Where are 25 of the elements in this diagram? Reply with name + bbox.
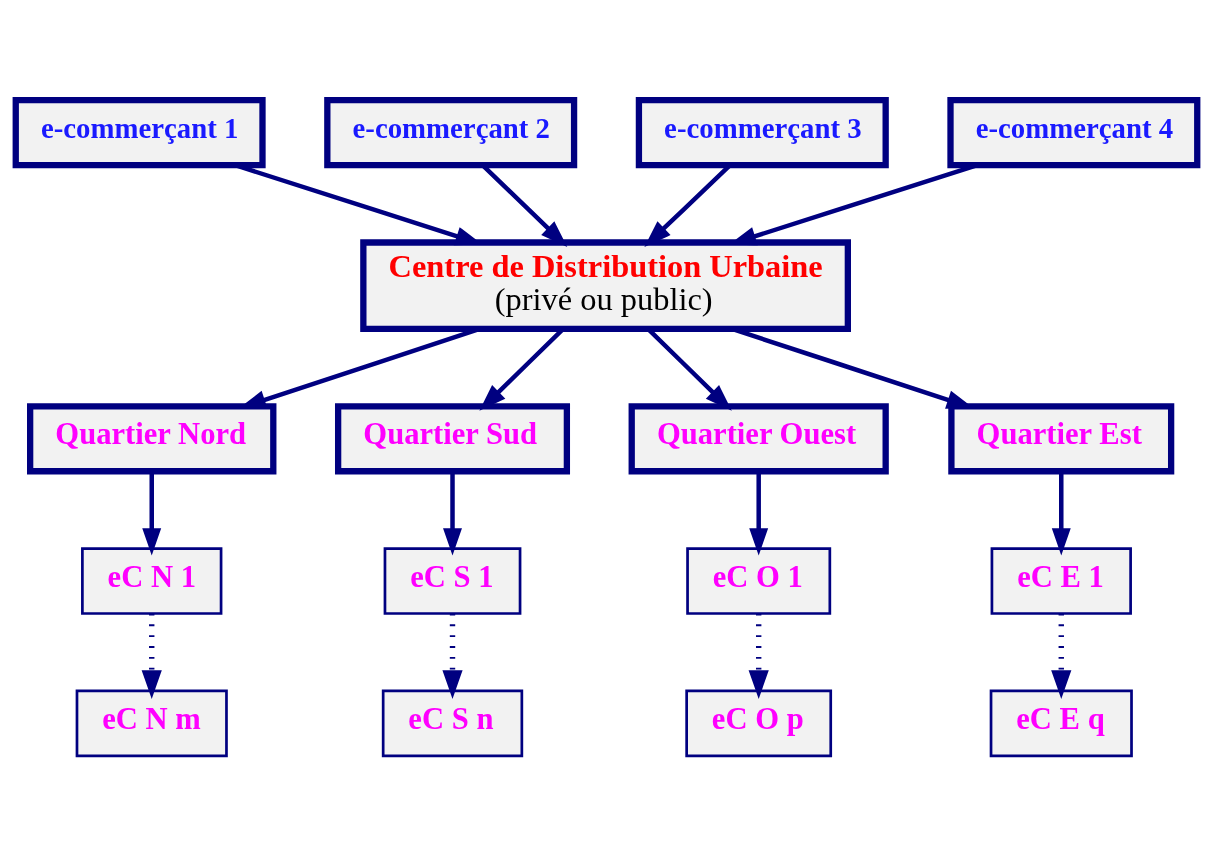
node-box: e-commerçant 4	[947, 97, 1201, 169]
node-box: eC S 1	[383, 547, 522, 615]
arrow	[443, 471, 462, 556]
node-box: eC E 1	[990, 547, 1132, 615]
arrow	[1051, 471, 1071, 556]
node-box: e-commerçant 3	[635, 97, 889, 169]
node-box: e-commerçant 1	[12, 97, 266, 169]
node-box: eC O p	[685, 689, 833, 758]
node-box: eC N m	[75, 689, 228, 758]
arrow	[749, 471, 769, 556]
node-box: e-commerçant 2	[324, 97, 578, 169]
node-box: Quartier Ouest	[628, 403, 889, 475]
node-box: eC E q	[989, 689, 1133, 758]
node-box: eC S n	[381, 689, 524, 758]
node-box: eC N 1	[81, 547, 223, 615]
arrow	[748, 613, 769, 700]
node-box: Centre de Distribution Urbaine (privé ou public)	[360, 239, 851, 333]
arrow	[142, 471, 162, 556]
arrow	[1051, 613, 1072, 700]
node-box: Quartier Sud	[335, 403, 571, 475]
arrow	[442, 613, 463, 700]
node-box: eC O 1	[686, 547, 832, 615]
arrow	[141, 613, 162, 700]
node-box: Quartier Est	[948, 403, 1175, 475]
node-box: Quartier Nord	[27, 403, 277, 475]
